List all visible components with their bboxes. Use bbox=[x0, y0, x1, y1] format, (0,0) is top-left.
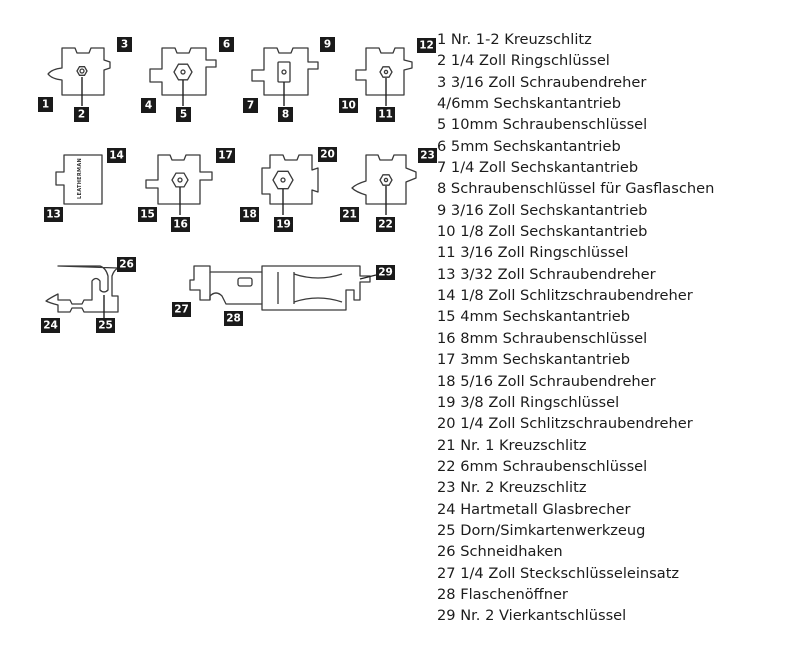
badge-18: 18 bbox=[240, 207, 259, 222]
bit-i-shape bbox=[45, 265, 119, 319]
svg-text:29: 29 bbox=[378, 267, 393, 279]
legend-item: 9 3/16 Zoll Sechskantantrieb bbox=[437, 201, 648, 219]
badge-9: 9 bbox=[320, 37, 335, 52]
svg-text:26: 26 bbox=[119, 259, 134, 271]
badge-17: 17 bbox=[216, 148, 235, 163]
legend-item: 27 1/4 Zoll Steckschlüsseleinsatz bbox=[437, 564, 680, 582]
bit-b-shape bbox=[149, 47, 217, 106]
svg-text:20: 20 bbox=[320, 149, 335, 161]
bit-e-shape: LEATHERMAN bbox=[55, 154, 103, 205]
badge-5: 5 bbox=[176, 107, 191, 122]
badge-3: 3 bbox=[117, 37, 132, 52]
svg-text:27: 27 bbox=[174, 304, 189, 316]
svg-text:12: 12 bbox=[419, 40, 434, 52]
svg-text:14: 14 bbox=[109, 150, 124, 162]
svg-text:9: 9 bbox=[324, 39, 331, 51]
legend-item: 29 Nr. 2 Vierkantschlüssel bbox=[437, 607, 627, 625]
badge-19: 19 bbox=[274, 217, 293, 232]
legend-item: 7 1/4 Zoll Sechskantantrieb bbox=[437, 159, 639, 177]
legend-item: 28 Flaschenöffner bbox=[437, 585, 568, 603]
svg-text:7: 7 bbox=[247, 100, 254, 112]
badge-24: 24 bbox=[41, 318, 60, 333]
legend-item: 11 3/16 Zoll Ringschlüssel bbox=[437, 244, 629, 262]
svg-text:16: 16 bbox=[173, 219, 188, 231]
svg-text:2: 2 bbox=[78, 109, 85, 121]
bit-a-shape bbox=[47, 47, 111, 106]
legend-item: 22 6mm Schraubenschlüssel bbox=[437, 457, 648, 475]
badge-8: 8 bbox=[278, 107, 293, 122]
badge-16: 16 bbox=[171, 217, 190, 232]
legend-list: 1 Nr. 1-2 Kreuzschlitz 2 1/4 Zoll Ringsc… bbox=[437, 29, 714, 627]
legend-item: 6 5mm Sechskantantrieb bbox=[437, 137, 621, 155]
svg-text:21: 21 bbox=[342, 209, 357, 221]
legend-item: 8 Schraubenschlüssel für Gasflaschen bbox=[437, 180, 715, 198]
bit-h-shape bbox=[351, 154, 417, 215]
svg-text:3: 3 bbox=[121, 39, 128, 51]
legend-item: 3 3/16 Zoll Schraubendreher bbox=[437, 73, 647, 91]
svg-text:8: 8 bbox=[282, 109, 289, 121]
svg-text:11: 11 bbox=[378, 109, 393, 121]
badge-28: 28 bbox=[224, 311, 243, 326]
legend-item: 13 3/32 Zoll Schraubendreher bbox=[437, 265, 656, 283]
svg-text:4: 4 bbox=[145, 100, 152, 112]
badge-1: 1 bbox=[38, 97, 53, 112]
legend-item: 23 Nr. 2 Kreuzschlitz bbox=[437, 479, 587, 497]
badge-12: 12 bbox=[417, 38, 436, 53]
legend-item: 16 8mm Schraubenschlüssel bbox=[437, 329, 648, 347]
svg-text:17: 17 bbox=[218, 150, 233, 162]
badge-22: 22 bbox=[376, 217, 395, 232]
badge-4: 4 bbox=[141, 98, 156, 113]
svg-text:23: 23 bbox=[420, 150, 435, 162]
badge-13: 13 bbox=[44, 207, 63, 222]
brand-engraving: LEATHERMAN bbox=[77, 158, 83, 199]
bit-diagram: LEATHERMAN 1 2 3 4 bbox=[38, 37, 437, 333]
legend-item: 25 Dorn/Simkartenwerkzeug bbox=[437, 521, 646, 539]
badge-21: 21 bbox=[340, 207, 359, 222]
bit-f-shape bbox=[145, 154, 213, 215]
svg-text:24: 24 bbox=[43, 320, 58, 332]
badge-10: 10 bbox=[339, 98, 358, 113]
svg-text:1: 1 bbox=[42, 99, 49, 111]
badge-14: 14 bbox=[107, 148, 126, 163]
legend-item: 4/6mm Sechskantantrieb bbox=[437, 95, 621, 113]
svg-text:15: 15 bbox=[140, 209, 155, 221]
badge-7: 7 bbox=[243, 98, 258, 113]
badge-27: 27 bbox=[172, 302, 191, 317]
badge-23: 23 bbox=[418, 148, 437, 163]
svg-text:25: 25 bbox=[98, 320, 113, 332]
legend-item: 5 10mm Schraubenschlüssel bbox=[437, 116, 648, 134]
badge-29: 29 bbox=[376, 265, 395, 280]
badge-20: 20 bbox=[318, 147, 337, 162]
legend-item: 14 1/8 Zoll Schlitzschraubendreher bbox=[437, 287, 693, 305]
svg-text:19: 19 bbox=[276, 219, 291, 231]
svg-text:28: 28 bbox=[226, 313, 241, 325]
badge-15: 15 bbox=[138, 207, 157, 222]
badge-2: 2 bbox=[74, 107, 89, 122]
bit-d-shape bbox=[355, 47, 413, 106]
svg-text:18: 18 bbox=[242, 209, 257, 221]
badge-11: 11 bbox=[376, 107, 395, 122]
svg-text:6: 6 bbox=[223, 39, 230, 51]
bit-c-shape bbox=[251, 47, 319, 106]
svg-text:22: 22 bbox=[378, 219, 393, 231]
legend-item: 20 1/4 Zoll Schlitzschraubendreher bbox=[437, 415, 693, 433]
legend-item: 1 Nr. 1-2 Kreuzschlitz bbox=[437, 31, 592, 48]
legend-item: 17 3mm Sechskantantrieb bbox=[437, 351, 631, 369]
badge-26: 26 bbox=[117, 257, 136, 272]
legend-item: 2 1/4 Zoll Ringschlüssel bbox=[437, 52, 610, 70]
legend-item: 24 Hartmetall Glasbrecher bbox=[437, 500, 631, 518]
legend-item: 19 3/8 Zoll Ringschlüssel bbox=[437, 393, 620, 411]
svg-text:10: 10 bbox=[341, 100, 356, 112]
svg-text:13: 13 bbox=[46, 209, 61, 221]
bit-j-shape bbox=[189, 265, 377, 311]
badge-25: 25 bbox=[96, 318, 115, 333]
badge-6: 6 bbox=[219, 37, 234, 52]
legend-item: 18 5/16 Zoll Schraubendreher bbox=[437, 372, 656, 390]
legend-item: 26 Schneidhaken bbox=[437, 543, 563, 561]
bit-g-shape bbox=[261, 154, 319, 215]
legend-item: 10 1/8 Zoll Sechskantantrieb bbox=[437, 223, 648, 241]
legend-item: 15 4mm Sechskantantrieb bbox=[437, 308, 631, 326]
svg-text:5: 5 bbox=[180, 109, 187, 121]
legend-item: 21 Nr. 1 Kreuzschlitz bbox=[437, 436, 587, 454]
